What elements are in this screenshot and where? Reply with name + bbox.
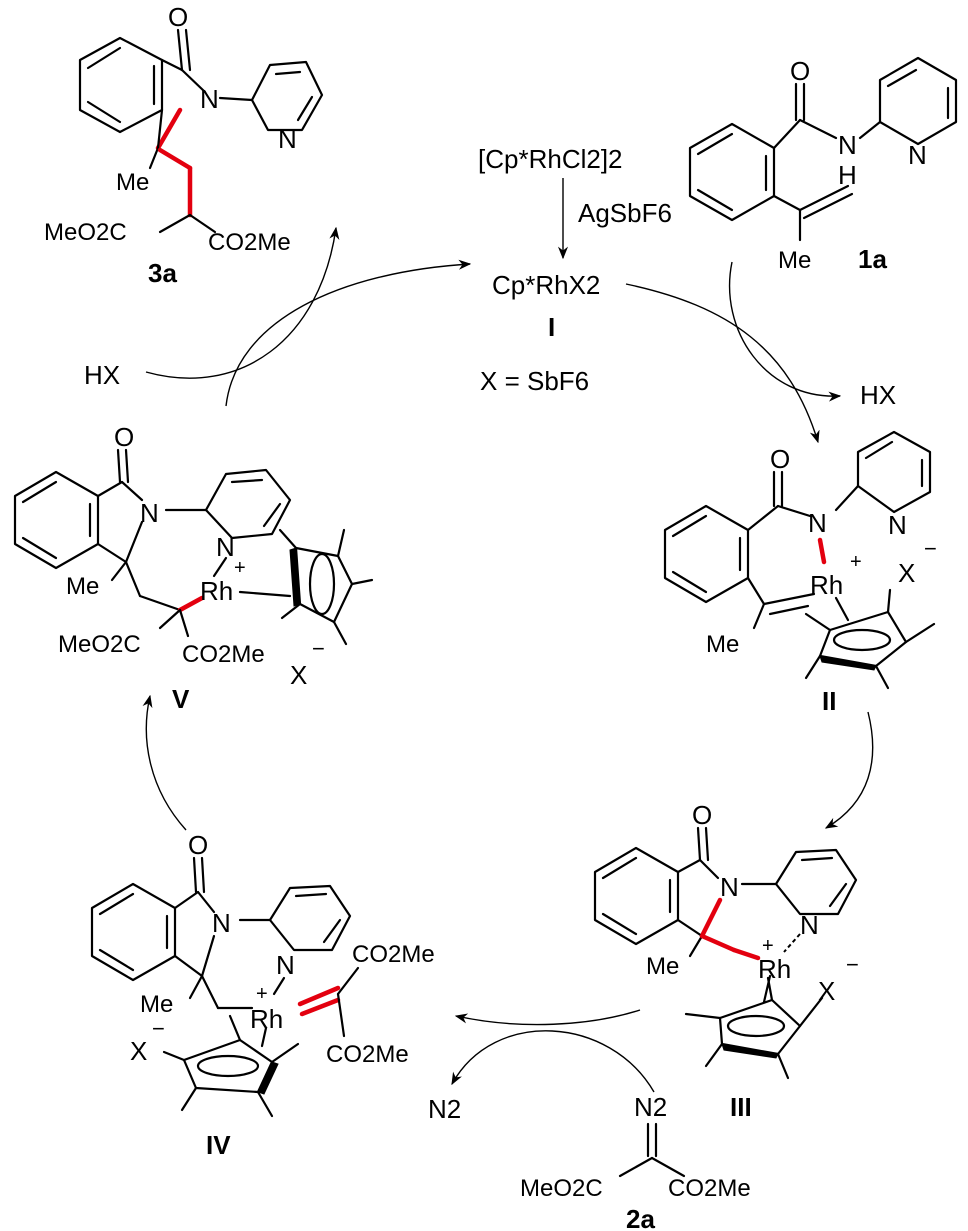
ester-group: CO2Me xyxy=(208,229,291,256)
ester-group: MeO2C xyxy=(58,631,141,658)
counterion-x: X xyxy=(898,558,915,588)
intermediate-iv-structure: O N N Rh + X − Me CO2Me CO2Me xyxy=(90,830,435,1118)
diazo-n2: N2 xyxy=(634,1092,667,1122)
ester-group: MeO2C xyxy=(44,219,127,246)
charge-minus: − xyxy=(846,952,859,977)
byproduct-hx-left: HX xyxy=(84,360,120,390)
cycle-arrow-iii-to-iv xyxy=(454,1009,641,1026)
atom-n: N xyxy=(808,508,827,538)
atom-n: N xyxy=(278,124,297,154)
atom-n: N xyxy=(888,510,907,540)
atom-o: O xyxy=(790,56,810,86)
methyl-group: Me xyxy=(706,631,739,658)
methyl-group: Me xyxy=(140,991,173,1018)
methyl-group: Me xyxy=(66,573,99,600)
byproduct-hx-top: HX xyxy=(860,380,896,410)
atom-h: H xyxy=(838,160,857,190)
intermediate-ii-structure: O N N Rh + X − Me xyxy=(663,430,937,690)
atom-n: N xyxy=(838,130,857,160)
cycle-arrow-i-to-ii xyxy=(625,283,820,444)
diazo-2a-structure: N2 MeO2C CO2Me xyxy=(520,1092,751,1202)
counterion-x: X xyxy=(290,660,307,690)
cycle-arrow-v-to-i xyxy=(225,259,472,407)
intermediate-v-structure: O N N Rh + X − Me MeO2C CO2Me xyxy=(13,422,374,690)
cycle-arrow-ii-to-iii xyxy=(824,711,874,829)
atom-n: N xyxy=(720,872,739,902)
substrate-entry-arrow xyxy=(728,261,842,402)
compound-label-1a: 1a xyxy=(858,244,887,274)
ester-group: MeO2C xyxy=(520,1175,603,1202)
atom-o: O xyxy=(188,830,208,860)
methyl-group: Me xyxy=(778,247,811,274)
charge-plus: + xyxy=(256,983,268,1005)
ester-group: CO2Me xyxy=(326,1041,409,1068)
product-3a-structure: O N N Me MeO2C CO2Me xyxy=(44,2,324,256)
atom-rh: Rh xyxy=(758,954,791,984)
charge-minus: − xyxy=(152,1016,165,1041)
counterion-x: X xyxy=(818,976,835,1006)
intermediate-label-ii: II xyxy=(822,686,836,716)
atom-n: N xyxy=(216,532,235,562)
compound-label-3a: 3a xyxy=(148,258,177,288)
atom-n: N xyxy=(908,140,927,170)
charge-minus: − xyxy=(312,636,325,661)
intermediate-label-iv: IV xyxy=(206,1130,231,1160)
ester-group: CO2Me xyxy=(182,641,265,668)
charge-plus: + xyxy=(234,557,246,579)
atom-o: O xyxy=(114,422,134,452)
methyl-group: Me xyxy=(646,953,679,980)
product-release-arrow xyxy=(145,226,340,379)
ester-group: CO2Me xyxy=(668,1175,751,1202)
atom-rh: Rh xyxy=(200,576,233,606)
charge-plus: + xyxy=(762,935,774,957)
intermediate-label-v: V xyxy=(172,684,190,714)
atom-n: N xyxy=(200,84,219,114)
nitrogen-release: N2 xyxy=(428,1094,461,1124)
catalyst-label: Cp*RhX2 xyxy=(492,270,600,300)
charge-plus: + xyxy=(850,551,862,573)
intermediate-label-iii: III xyxy=(730,1092,752,1122)
counterion-definition: X = SbF6 xyxy=(480,366,589,396)
compound-label-2a: 2a xyxy=(626,1204,655,1231)
atom-o: O xyxy=(168,2,188,32)
charge-minus: − xyxy=(924,536,937,561)
diazo-entry-arrow xyxy=(451,1030,655,1093)
atom-rh: Rh xyxy=(810,570,843,600)
substrate-1a-structure: O N H N Me xyxy=(688,56,958,274)
counterion-x: X xyxy=(130,1036,147,1066)
atom-rh: Rh xyxy=(250,1004,283,1034)
additive-label: AgSbF6 xyxy=(578,198,672,228)
ester-group: CO2Me xyxy=(352,941,435,968)
atom-n: N xyxy=(140,498,159,528)
precatalyst-label: [Cp*RhCl2]2 xyxy=(478,144,623,174)
atom-n: N xyxy=(276,950,295,980)
atom-o: O xyxy=(770,444,790,474)
atom-n: N xyxy=(800,910,819,940)
methyl-group: Me xyxy=(116,169,149,196)
cycle-arrow-iv-to-v xyxy=(142,694,187,831)
atom-o: O xyxy=(692,800,712,830)
intermediate-label-i: I xyxy=(548,312,555,342)
intermediate-iii-structure: O N N Rh + X − Me xyxy=(593,800,859,1080)
atom-n: N xyxy=(212,908,231,938)
